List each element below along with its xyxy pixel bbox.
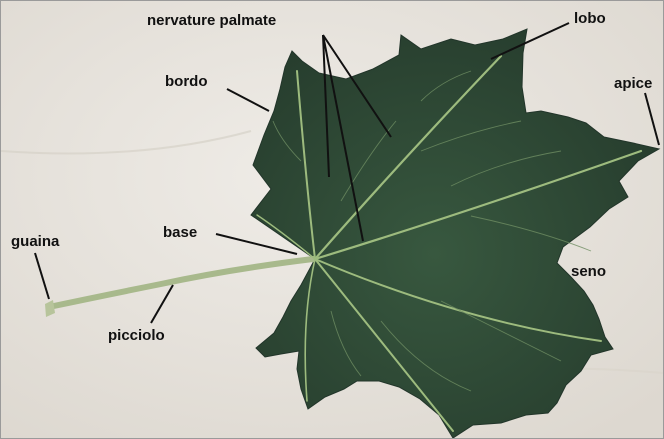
label-nervature-palmate: nervature palmate	[147, 13, 276, 28]
label-guaina: guaina	[11, 234, 59, 249]
label-apice: apice	[614, 76, 652, 91]
label-seno: seno	[571, 264, 606, 279]
label-picciolo: picciolo	[108, 328, 165, 343]
label-bordo: bordo	[165, 74, 208, 89]
label-lobo: lobo	[574, 11, 606, 26]
label-base: base	[163, 225, 197, 240]
